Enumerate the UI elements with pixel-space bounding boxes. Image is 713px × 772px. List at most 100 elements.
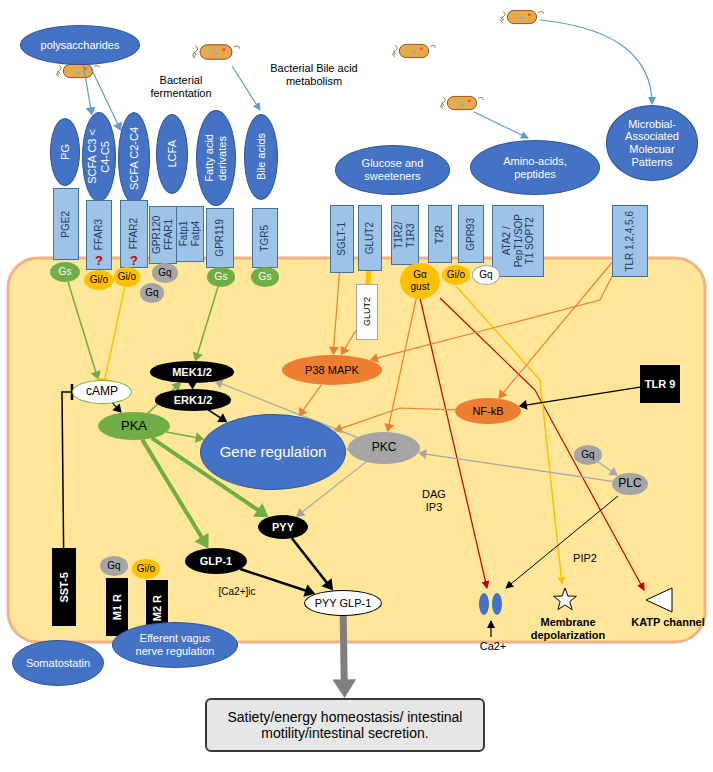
g-protein: Gi/o: [114, 267, 140, 286]
receptor-box: TGR5: [252, 208, 278, 268]
arrowhead: [418, 449, 427, 459]
arrowhead: [194, 533, 208, 549]
connector-line: [62, 392, 72, 548]
connector: [68, 282, 101, 380]
arrowhead: [112, 404, 121, 413]
receptor-box: SGLT-1: [330, 205, 354, 273]
kinase-ellipse: P38 MAPK: [282, 355, 382, 385]
node-text: PGE2: [60, 211, 72, 238]
g-protein: Gs: [251, 267, 279, 286]
node-text: FFAR3: [93, 219, 105, 250]
receptor-box: TLR 1,2,4,5,6: [612, 205, 648, 277]
signal-line: [440, 298, 644, 590]
node-text: Glucose and sweeteners: [349, 157, 437, 182]
annotation: PIP2: [570, 552, 600, 565]
arrowhead: [329, 346, 339, 355]
connector: [112, 403, 121, 413]
cell-body: [8, 258, 705, 642]
connector: [62, 384, 72, 548]
annotation: Membrane depolarization: [526, 616, 610, 641]
messenger-ellipse: cAMP: [72, 380, 132, 404]
node-text: PYY GLP-1: [315, 597, 372, 610]
node-text: LCFA: [166, 140, 179, 168]
molecule-ellipse: polysaccharides: [20, 25, 140, 65]
g-protein: Gq: [100, 556, 128, 575]
receptor-box: T1R2/ T1R3: [391, 205, 420, 266]
leader-line: [540, 20, 652, 104]
annotation: ?: [92, 254, 106, 269]
connector-line: [166, 432, 198, 438]
connector-line: [343, 616, 344, 685]
node-text: GPR120 FFAR1: [151, 210, 174, 259]
node-text: SCFA C3 < C4-C5: [86, 121, 111, 193]
node-text: Fatty acid derivates: [203, 120, 228, 197]
node-text: Gs: [259, 271, 272, 283]
connector: [498, 263, 612, 399]
node-text: ERK1/2: [174, 394, 213, 407]
node-text: TLR 9: [645, 378, 676, 391]
pathway-ellipse: PYY: [258, 515, 308, 539]
node-text: Gi/o: [118, 271, 136, 283]
connector-line: [83, 65, 91, 110]
connector-line: [389, 299, 417, 427]
pathway-ellipse: MEK1/2: [150, 361, 234, 382]
receptor-box: GPR93: [458, 205, 484, 263]
node-text: Microbial-Associated Molecuar Patterns: [617, 118, 687, 169]
connector-line: [524, 387, 640, 405]
node-text: Efferent vagus nerve regulation: [127, 632, 223, 657]
connector: [97, 287, 125, 382]
node-text: Bile acids: [255, 133, 268, 180]
molecule-ellipse: SCFA C3 < C4-C5: [82, 112, 117, 203]
connector: [299, 385, 322, 417]
node-text: M2 R: [151, 595, 164, 621]
node-text: GPR93: [465, 218, 477, 251]
receptor-box: M1 R: [106, 578, 128, 636]
arrowhead: [253, 503, 269, 517]
enzyme-ellipse: PLC: [612, 473, 648, 496]
node-text: P38 MAPK: [305, 364, 359, 377]
depolarization-star: [554, 588, 577, 610]
molecule-ellipse: Efferent vagus nerve regulation: [112, 622, 238, 668]
arrowhead: [332, 679, 356, 698]
molecule-ellipse: Amino-acids, peptides: [470, 140, 600, 195]
molecule-ellipse: Fatty acid derivates: [196, 110, 236, 207]
vesicle: PYY GLP-1: [304, 590, 382, 616]
node-text: cAMP: [86, 385, 118, 399]
node-text: M1 R: [111, 594, 124, 620]
node-text: PG: [59, 144, 72, 160]
g-protein: Gq: [140, 283, 164, 302]
annotation: Bacterial fermentation: [150, 74, 212, 99]
node-text: GLUT2: [362, 297, 372, 326]
connector-line: [292, 538, 329, 585]
ion-flow-arrow: [490, 621, 491, 637]
receptor-box: ATA2 / PepT1/SOP T1 SOPT2: [492, 205, 544, 278]
receptor-box: SST-5: [52, 548, 76, 626]
molecule-ellipse: Gene regulation: [200, 414, 346, 490]
connector: [418, 449, 612, 481]
connector: [292, 538, 333, 590]
arrowhead: [321, 578, 333, 590]
molecule-ellipse: Somatostatin: [12, 640, 104, 686]
g-protein: Gi/o: [84, 270, 114, 290]
connector-line: [598, 462, 613, 473]
annotation: [Ca2+]ic: [214, 586, 260, 598]
connector: [519, 387, 640, 410]
annotation: DAG IP3: [414, 488, 454, 513]
connector-line: [344, 330, 356, 350]
node-text: FFAR2: [128, 218, 140, 249]
connector: [193, 287, 218, 362]
calcium-channel: [479, 593, 489, 615]
node-text: Gs: [59, 266, 72, 278]
node-text: Gα gust: [405, 269, 434, 292]
arrowhead: [498, 389, 507, 398]
g-protein: Gα gust: [400, 263, 440, 299]
signal-line: [506, 496, 618, 588]
node-text: TGR5: [259, 225, 271, 252]
molecule-ellipse: Microbial-Associated Molecuar Patterns: [606, 105, 699, 180]
leader-line: [232, 66, 260, 110]
node-text: Satiety/energy homeostasis/ intestinal m…: [220, 709, 470, 741]
signal-line: [420, 298, 487, 588]
connector: [208, 410, 227, 423]
connector: [341, 330, 356, 355]
node-text: Gi/o: [90, 274, 108, 286]
